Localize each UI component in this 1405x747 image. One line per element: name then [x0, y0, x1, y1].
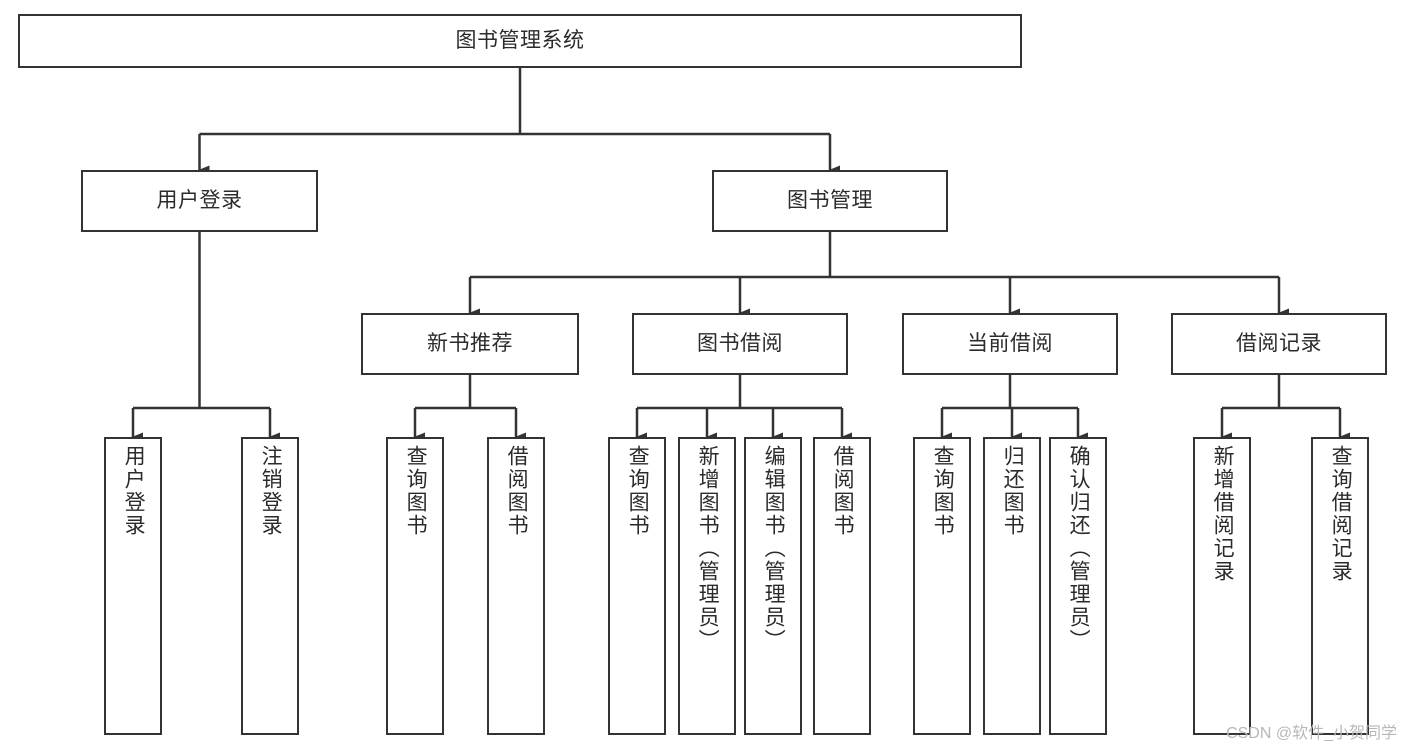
node-label: 编辑图书（管理员） [762, 445, 786, 652]
node-label: 归还图书 [1001, 445, 1025, 537]
node-l3_0[interactable]: 新书推荐 [361, 313, 579, 375]
node-l3_3[interactable]: 借阅记录 [1171, 313, 1387, 375]
node-leaf_6[interactable]: 编辑图书（管理员） [744, 437, 802, 735]
node-l2_0[interactable]: 用户登录 [81, 170, 318, 232]
node-label: 新增图书（管理员） [696, 445, 720, 652]
node-label: 借阅图书 [831, 445, 855, 537]
node-label: 图书管理系统 [455, 28, 585, 52]
node-leaf_12[interactable]: 查询借阅记录 [1311, 437, 1369, 735]
node-label: 注销登录 [259, 445, 283, 537]
node-leaf_0[interactable]: 用户登录 [104, 437, 162, 735]
node-leaf_3[interactable]: 借阅图书 [487, 437, 545, 735]
node-label: 当前借阅 [967, 331, 1053, 355]
node-label: 新书推荐 [427, 331, 513, 355]
node-leaf_1[interactable]: 注销登录 [241, 437, 299, 735]
node-label: 查询图书 [931, 445, 955, 537]
node-label: 查询图书 [404, 445, 428, 537]
node-label: 查询图书 [626, 445, 650, 537]
node-label: 图书管理 [787, 188, 873, 212]
node-leaf_4[interactable]: 查询图书 [608, 437, 666, 735]
node-label: 新增借阅记录 [1211, 445, 1235, 583]
node-leaf_5[interactable]: 新增图书（管理员） [678, 437, 736, 735]
node-leaf_11[interactable]: 新增借阅记录 [1193, 437, 1251, 735]
node-label: 用户登录 [156, 188, 243, 212]
node-label: 确认归还（管理员） [1067, 445, 1091, 652]
node-label: 用户登录 [122, 445, 146, 537]
node-label: 图书借阅 [697, 331, 783, 355]
edge-paths [131, 68, 1350, 442]
node-label: 借阅图书 [505, 445, 529, 537]
node-leaf_10[interactable]: 确认归还（管理员） [1049, 437, 1107, 735]
node-l2_1[interactable]: 图书管理 [712, 170, 948, 232]
node-root[interactable]: 图书管理系统 [18, 14, 1022, 68]
node-label: 查询借阅记录 [1329, 445, 1353, 583]
node-leaf_7[interactable]: 借阅图书 [813, 437, 871, 735]
node-leaf_8[interactable]: 查询图书 [913, 437, 971, 735]
node-label: 借阅记录 [1236, 331, 1322, 355]
node-l3_2[interactable]: 当前借阅 [902, 313, 1118, 375]
node-l3_1[interactable]: 图书借阅 [632, 313, 848, 375]
node-leaf_2[interactable]: 查询图书 [386, 437, 444, 735]
node-leaf_9[interactable]: 归还图书 [983, 437, 1041, 735]
